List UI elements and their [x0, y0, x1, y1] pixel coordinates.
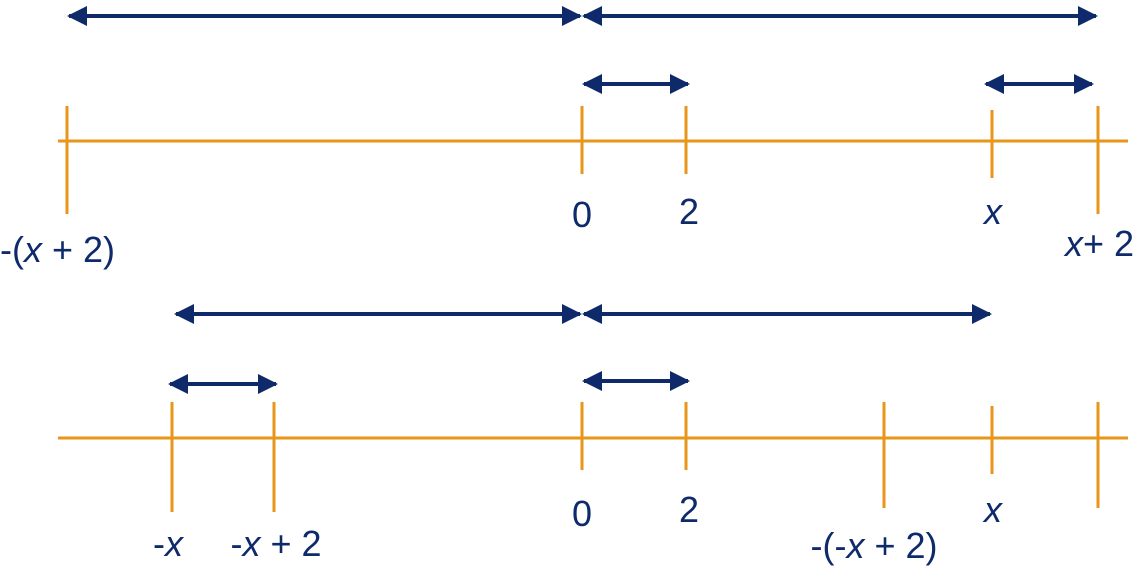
bottom-label-two: 2 — [679, 489, 699, 530]
top-number-line: -(x + 2) 0 2 x x+ 2 — [0, 6, 1134, 270]
top-label-neg-x-plus-2: -(x + 2) — [0, 229, 115, 270]
bottom-label-x: x — [982, 489, 1004, 530]
top-label-two: 2 — [679, 191, 699, 232]
bottom-label-zero: 0 — [572, 493, 592, 534]
bottom-label-neg-x-plus-2: -x + 2 — [230, 523, 321, 564]
bottom-label-neg-neg-x-plus-2: -(-x + 2) — [810, 525, 937, 566]
bottom-label-neg-x: -x — [153, 523, 185, 564]
top-label-x-plus-2: x+ 2 — [1063, 223, 1134, 264]
top-label-x: x — [982, 191, 1004, 232]
bottom-number-line: -x -x + 2 0 2 -(-x + 2) x — [58, 304, 1128, 566]
top-label-zero: 0 — [572, 194, 592, 235]
